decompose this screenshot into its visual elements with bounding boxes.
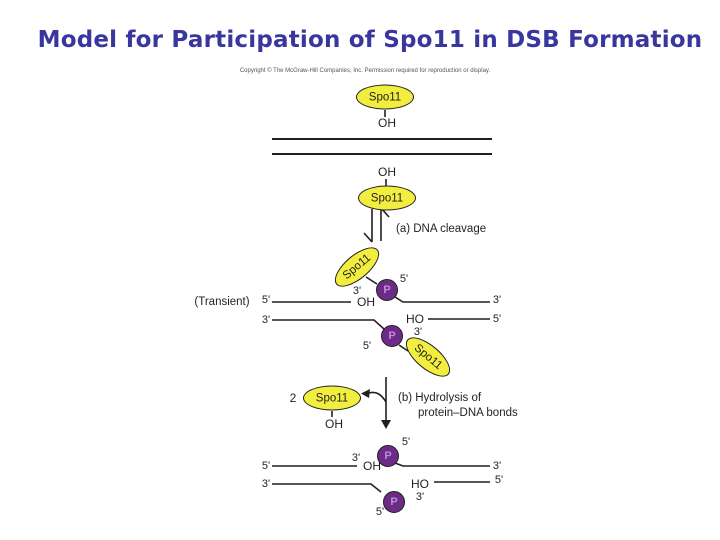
hydroxyl-label: OH [378, 165, 396, 179]
hydroxyl-reversed-label: HO [411, 477, 429, 491]
transient-label: (Transient) [194, 296, 250, 308]
strand-end-5prime-label: 5' [401, 436, 411, 448]
hydroxyl-label: OH [325, 417, 343, 431]
phosphate-circle-final-top: P [377, 445, 399, 467]
strand-end-5prime-label: 5' [375, 506, 385, 518]
spo11-ellipse-released: Spo11 [303, 385, 361, 411]
equilibrium-arrow-up [380, 207, 390, 241]
step-b-label-line1: (b) Hydrolysis of [398, 392, 482, 404]
spo11-label: Spo11 [315, 392, 349, 404]
strand-end-3prime-label: 3' [492, 460, 502, 472]
final-bottom-strand-left [272, 483, 382, 493]
strand-end-3prime-label: 3' [413, 326, 423, 338]
spo11-ellipse-approaching: Spo11 [358, 185, 416, 211]
phosphate-label: P [383, 284, 391, 296]
phosphate-circle-final-bottom: P [383, 491, 405, 513]
strand-end-5prime-label: 5' [399, 273, 409, 285]
strand-end-3prime-label: 3' [352, 285, 362, 297]
phosphate-circle-transient-bottom: P [381, 325, 403, 347]
strand-end-5prime-label: 5' [492, 313, 502, 325]
transient-top-strand-right [394, 296, 490, 303]
strand-end-5prime-label: 5' [261, 294, 271, 306]
hydroxyl-label: OH [378, 116, 396, 130]
slide-title: Model for Participation of Spo11 in DSB … [37, 27, 703, 53]
equilibrium-arrow-down [363, 209, 373, 243]
hydroxyl-label: OH [363, 459, 381, 473]
step-b-label-line2: protein–DNA bonds [418, 407, 518, 419]
phosphate-label: P [388, 330, 396, 342]
strand-end-3prime-label: 3' [261, 478, 271, 490]
transient-bottom-strand-left [272, 319, 385, 330]
spo11-phosphate-link-top [365, 276, 378, 285]
strand-end-3prime-label: 3' [415, 491, 425, 503]
strand-end-3prime-label: 3' [261, 314, 271, 326]
spo11-label: Spo11 [370, 192, 404, 204]
hydrolysis-arrowhead [381, 420, 391, 429]
spo11-ellipse-free-top: Spo11 [356, 84, 414, 110]
stoichiometry-label: 2 [289, 391, 297, 405]
strand-end-5prime-label: 5' [494, 474, 504, 486]
final-top-strand-right [394, 462, 490, 467]
copyright-notice: Copyright © The McGraw-Hill Companies, I… [239, 68, 491, 74]
phosphate-label: P [384, 450, 392, 462]
hydroxyl-reversed-label: HO [406, 312, 424, 326]
hydroxyl-label: OH [357, 295, 375, 309]
release-branch-arrowhead [361, 389, 370, 398]
strand-end-3prime-label: 3' [492, 294, 502, 306]
phosphate-label: P [390, 496, 398, 508]
strand-end-5prime-label: 5' [362, 340, 372, 352]
step-a-label: (a) DNA cleavage [396, 223, 487, 235]
release-branch-curve [368, 391, 387, 403]
strand-end-5prime-label: 5' [261, 460, 271, 472]
phosphate-circle-transient-top: P [376, 279, 398, 301]
strand-end-3prime-label: 3' [351, 452, 361, 464]
spo11-label: Spo11 [368, 91, 402, 103]
